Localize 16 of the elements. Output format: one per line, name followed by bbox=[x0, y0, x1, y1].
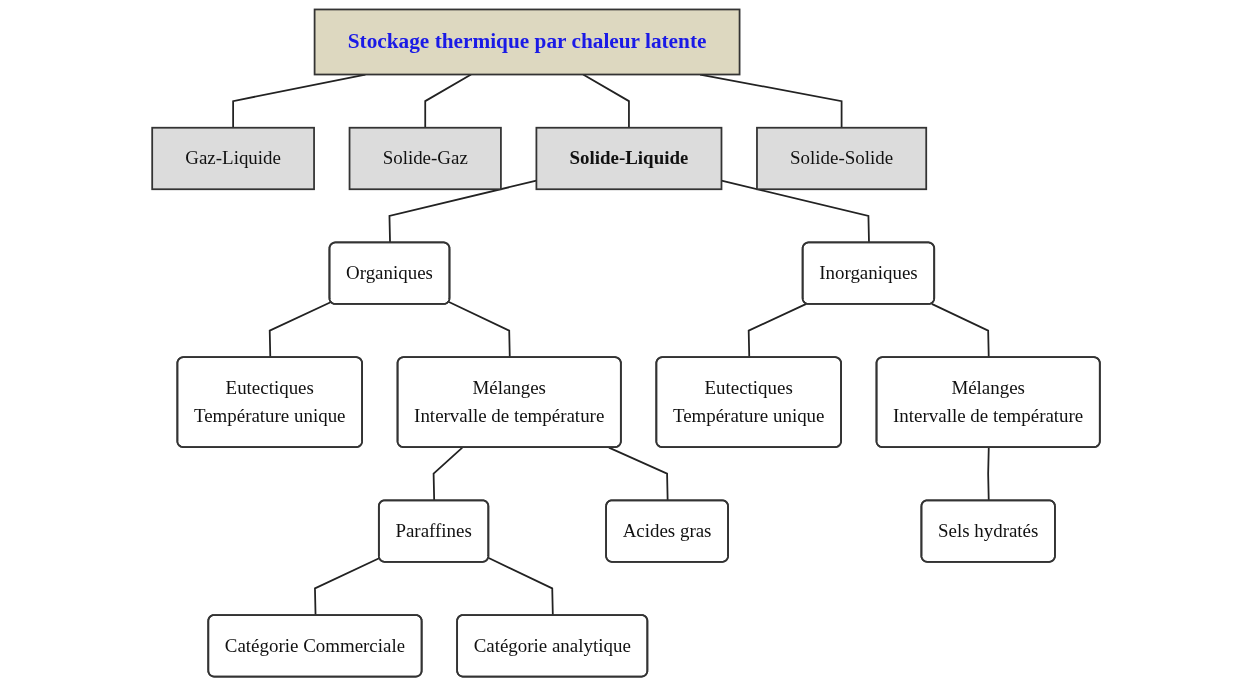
node-box: Solide-Gaz bbox=[348, 126, 502, 191]
connector bbox=[487, 557, 554, 617]
connector bbox=[930, 302, 990, 359]
connector bbox=[608, 446, 669, 502]
node-box: Stockage thermique par chaleur latente bbox=[313, 8, 741, 76]
connector bbox=[987, 446, 990, 502]
connector bbox=[432, 446, 464, 502]
connector bbox=[582, 73, 630, 129]
node-box: Gaz-Liquide bbox=[151, 126, 315, 191]
node-box: Solide-Solide bbox=[756, 126, 928, 191]
connector bbox=[747, 302, 808, 359]
connector bbox=[268, 301, 332, 359]
node-box: Solide-Liquide bbox=[535, 126, 723, 191]
connector bbox=[314, 557, 381, 617]
connector bbox=[424, 73, 472, 129]
connector bbox=[448, 301, 511, 359]
